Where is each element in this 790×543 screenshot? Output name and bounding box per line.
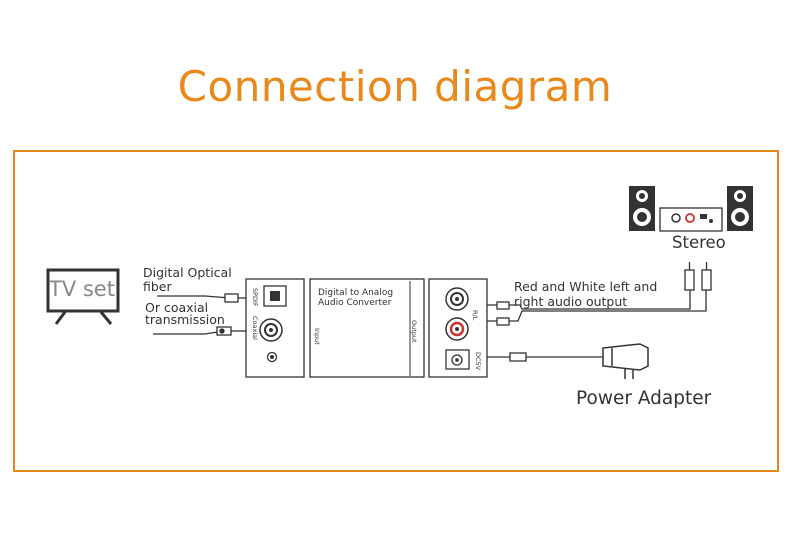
tv-label: TV set — [49, 277, 115, 301]
converter-output-label: Output — [410, 320, 418, 343]
dc5v-label: DC5V — [474, 352, 482, 371]
coax-label-line1: Or coaxial — [145, 300, 209, 315]
rl-label: R/L — [471, 310, 479, 321]
optical-cable — [157, 293, 246, 303]
converter-name-line2: Audio Converter — [318, 298, 392, 308]
coaxial-port-label: Coaxial — [251, 316, 259, 340]
optical-label-line1: Digital Optical — [143, 265, 232, 280]
tv-icon — [46, 268, 120, 325]
audio-output-label-line1: Red and White left and — [514, 279, 658, 294]
power-adapter-icon — [602, 343, 649, 379]
power-cable — [487, 352, 604, 362]
stereo-icon — [629, 186, 753, 232]
stereo-label: Stereo — [672, 233, 726, 252]
power-adapter-label: Power Adapter — [576, 388, 712, 409]
converter-name-line1: Digital to Analog — [318, 288, 393, 298]
rca-cables — [487, 262, 712, 326]
page-title: Connection diagram — [177, 62, 613, 111]
converter-body: Digital to Analog Audio Converter Input … — [309, 278, 425, 378]
optical-label-line2: fiber — [143, 279, 172, 294]
audio-output-label-line2: right audio output — [514, 294, 628, 309]
spdif-label: SPDIF — [251, 288, 259, 307]
coax-label-line2: transmission — [145, 312, 225, 327]
coaxial-cable — [153, 326, 246, 336]
diagram-frame — [13, 150, 779, 472]
converter-input-label: Input — [313, 328, 321, 345]
converter-input-panel: SPDIF Coaxial — [245, 278, 305, 378]
converter-output-panel: R/L DC5V — [428, 278, 488, 378]
